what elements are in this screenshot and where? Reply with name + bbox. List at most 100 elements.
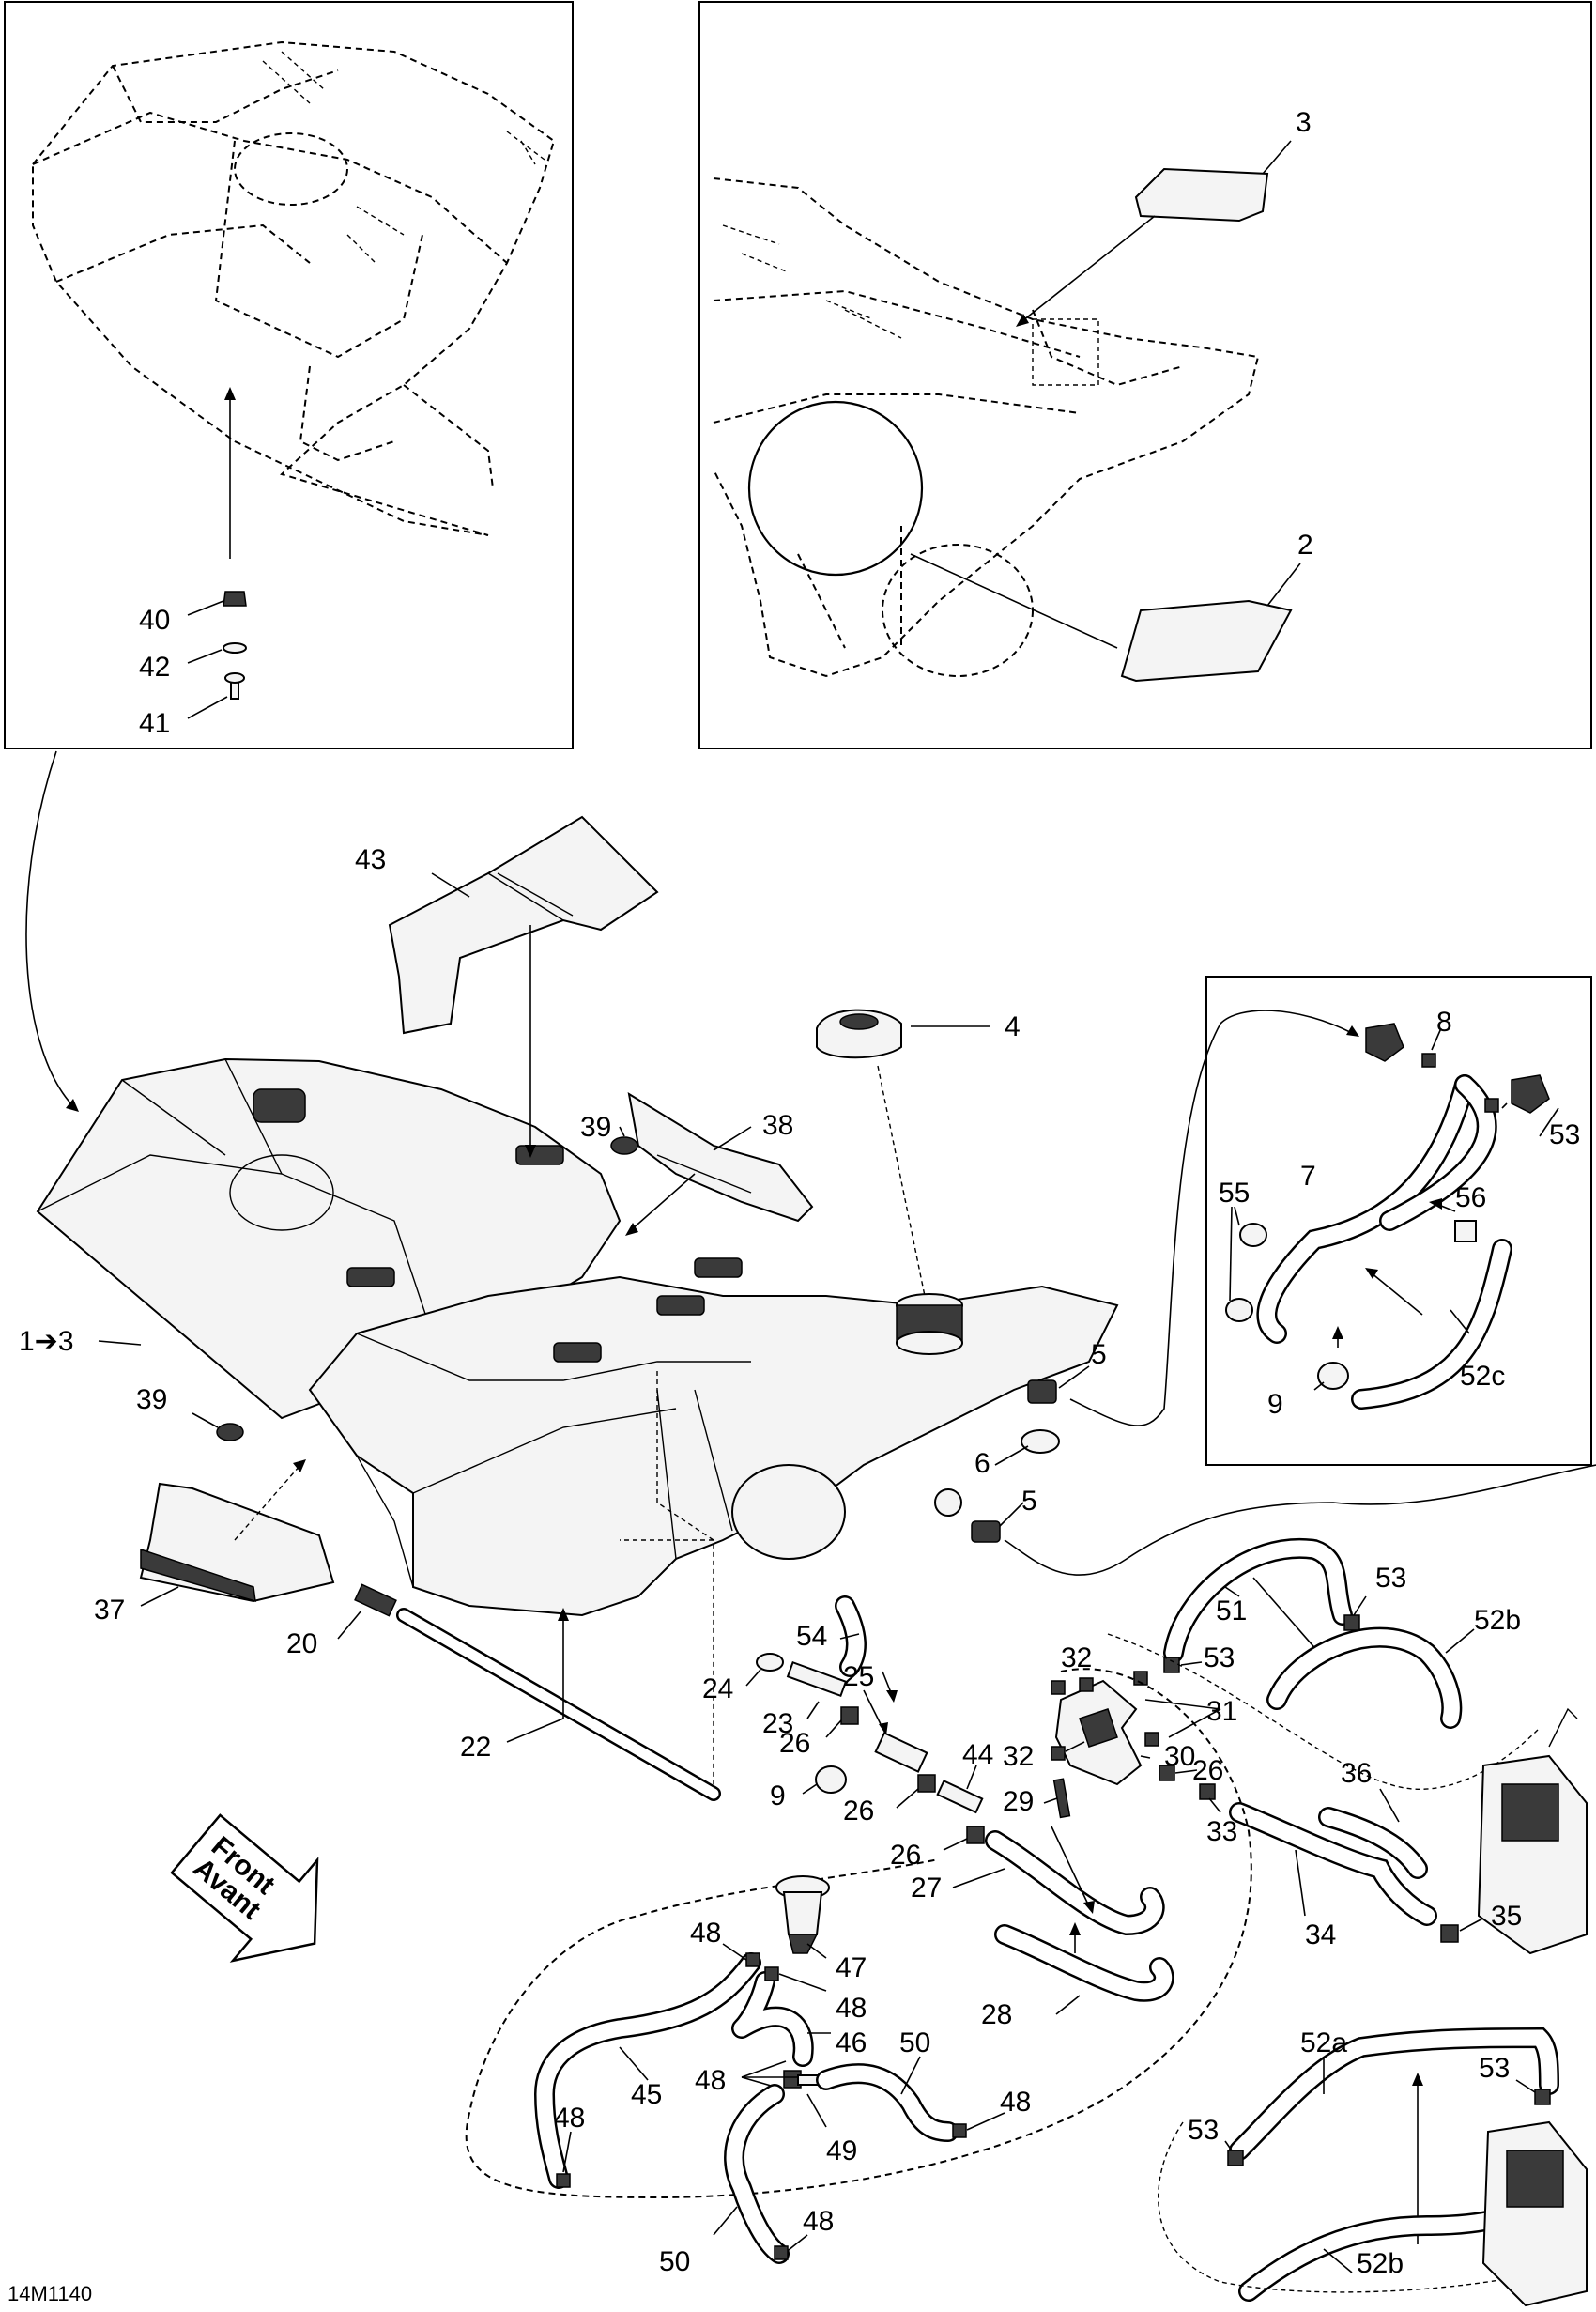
callout-26-b: 26 bbox=[843, 1796, 874, 1826]
part-49-tee bbox=[783, 2070, 827, 2089]
callout-53-d: 53 bbox=[1479, 2053, 1510, 2084]
callout-48-e: 48 bbox=[554, 2103, 585, 2134]
callout-48-b: 48 bbox=[836, 1993, 867, 2024]
vent-valve-fitting-right bbox=[1511, 1074, 1550, 1114]
part-35-clamp bbox=[1440, 1924, 1459, 1943]
callout-labels: 1➔3 43 38 39 39 4 5 6 5 37 20 22 54 24 2… bbox=[19, 844, 1580, 2279]
callout-32-upper: 32 bbox=[1061, 1642, 1092, 1673]
callout-43: 43 bbox=[355, 844, 386, 875]
part-47-primer bbox=[775, 1875, 830, 1959]
seat-panel-drawing bbox=[32, 40, 556, 536]
throttle-body-upper bbox=[1107, 1633, 1588, 1955]
callout-46: 46 bbox=[836, 2027, 867, 2058]
inset-frame-detail: 3 2 bbox=[698, 1, 1592, 749]
part-39-grommet-upper bbox=[610, 1136, 638, 1155]
part-48-clamp-b bbox=[764, 1966, 779, 1981]
callout-38: 38 bbox=[762, 1110, 793, 1141]
callout-8: 8 bbox=[1436, 1007, 1452, 1038]
callout-55: 55 bbox=[1219, 1178, 1250, 1209]
callout-52b-lower: 52b bbox=[1357, 2248, 1404, 2279]
callout-51: 51 bbox=[1216, 1595, 1247, 1626]
callout-37: 37 bbox=[94, 1595, 125, 1626]
callout-50-right: 50 bbox=[899, 2027, 930, 2058]
inset-vent-hoses bbox=[1205, 976, 1592, 1466]
inset-frame-vent bbox=[1205, 976, 1592, 1466]
callout-36: 36 bbox=[1341, 1758, 1372, 1789]
callout-32-lower: 32 bbox=[1003, 1741, 1034, 1772]
callout-5-upper: 5 bbox=[1091, 1339, 1107, 1370]
callout-6: 6 bbox=[974, 1448, 990, 1479]
front-direction-arrow: Front Avant bbox=[170, 1813, 319, 1963]
part-20-fitting bbox=[354, 1583, 397, 1617]
callout-26-a: 26 bbox=[779, 1728, 810, 1759]
callout-54: 54 bbox=[796, 1621, 827, 1652]
part-9-plug-inset bbox=[1317, 1362, 1349, 1390]
part-23-fitting bbox=[786, 1660, 848, 1698]
callout-52a: 52a bbox=[1300, 2027, 1347, 2058]
callout-28: 28 bbox=[981, 1999, 1012, 2030]
callout-53-a: 53 bbox=[1375, 1563, 1406, 1594]
callout-23: 23 bbox=[762, 1708, 793, 1739]
callout-25: 25 bbox=[843, 1661, 874, 1692]
part-32-nut-upper bbox=[1079, 1677, 1094, 1692]
inset-frame-left bbox=[4, 1, 574, 749]
callout-4: 4 bbox=[1005, 1011, 1021, 1042]
callout-30: 30 bbox=[1164, 1741, 1195, 1772]
part-3-pad bbox=[1134, 167, 1269, 223]
callout-39-upper: 39 bbox=[580, 1112, 611, 1143]
callout-1-3: 1➔3 bbox=[19, 1326, 74, 1357]
part-48-clamp-a bbox=[745, 1952, 760, 1967]
callout-48-c: 48 bbox=[695, 2065, 726, 2096]
vent-valve-fitting-left bbox=[1365, 1023, 1404, 1062]
callout-33: 33 bbox=[1206, 1816, 1237, 1847]
callout-50-left: 50 bbox=[659, 2246, 690, 2277]
tank-body bbox=[308, 1275, 1119, 1617]
inset-frame-right bbox=[698, 1, 1592, 749]
part-38-deflector bbox=[627, 1091, 814, 1223]
callout-52c: 52c bbox=[1460, 1361, 1505, 1392]
part-44-connector bbox=[936, 1780, 984, 1814]
part-53-clamp-b bbox=[1163, 1657, 1180, 1673]
callout-5-lower: 5 bbox=[1021, 1486, 1037, 1517]
part-30-fuel-pump bbox=[1051, 1671, 1159, 1786]
callout-48-a: 48 bbox=[690, 1918, 721, 1949]
callout-9-main: 9 bbox=[770, 1780, 786, 1811]
diagram-code: 14M1140 bbox=[8, 2282, 92, 2305]
part-26-clamp-c bbox=[966, 1826, 985, 1844]
part-2-pad bbox=[1120, 599, 1293, 683]
part-24-washer bbox=[756, 1653, 784, 1672]
callout-53-e: 53 bbox=[1188, 2115, 1219, 2146]
part-26-clamp-d bbox=[1159, 1765, 1175, 1781]
part-33-clamp bbox=[1199, 1783, 1216, 1800]
callout-20: 20 bbox=[286, 1628, 317, 1659]
part-43-cover bbox=[388, 815, 659, 1035]
callout-53-c: 53 bbox=[1549, 1119, 1580, 1150]
part-8-clamp bbox=[1421, 1053, 1436, 1068]
callout-3-inset: 3 bbox=[1296, 107, 1312, 138]
callout-29: 29 bbox=[1003, 1786, 1034, 1817]
part-48-clamp-c bbox=[556, 2173, 571, 2188]
callout-26-c: 26 bbox=[890, 1840, 921, 1871]
part-6-grommet-lower bbox=[934, 1488, 962, 1517]
callout-44: 44 bbox=[962, 1739, 993, 1770]
fastener-stack bbox=[187, 591, 247, 719]
part-25-sleeve bbox=[874, 1732, 928, 1773]
callout-31: 31 bbox=[1206, 1696, 1237, 1727]
frame-drawing bbox=[713, 177, 1260, 678]
inset-seat-panel: 40 42 41 bbox=[4, 1, 574, 749]
part-53-clamp-d bbox=[1534, 2089, 1551, 2105]
callout-34: 34 bbox=[1305, 1919, 1336, 1950]
callout-53-b: 53 bbox=[1204, 1642, 1235, 1673]
callout-47: 47 bbox=[836, 1952, 867, 1983]
callout-39-lower: 39 bbox=[136, 1384, 167, 1415]
fuel-tank-assembly bbox=[36, 1057, 1119, 1617]
part-55-plug-lower bbox=[1225, 1298, 1253, 1322]
dashed-routing-loop bbox=[465, 1668, 1252, 2199]
part-4-fuel-cap bbox=[816, 1009, 990, 1297]
callout-40: 40 bbox=[139, 605, 170, 636]
callout-48-f: 48 bbox=[803, 2206, 834, 2237]
callout-22: 22 bbox=[460, 1732, 491, 1763]
part-39-grommet-lower bbox=[216, 1423, 244, 1441]
callout-42: 42 bbox=[139, 652, 170, 683]
